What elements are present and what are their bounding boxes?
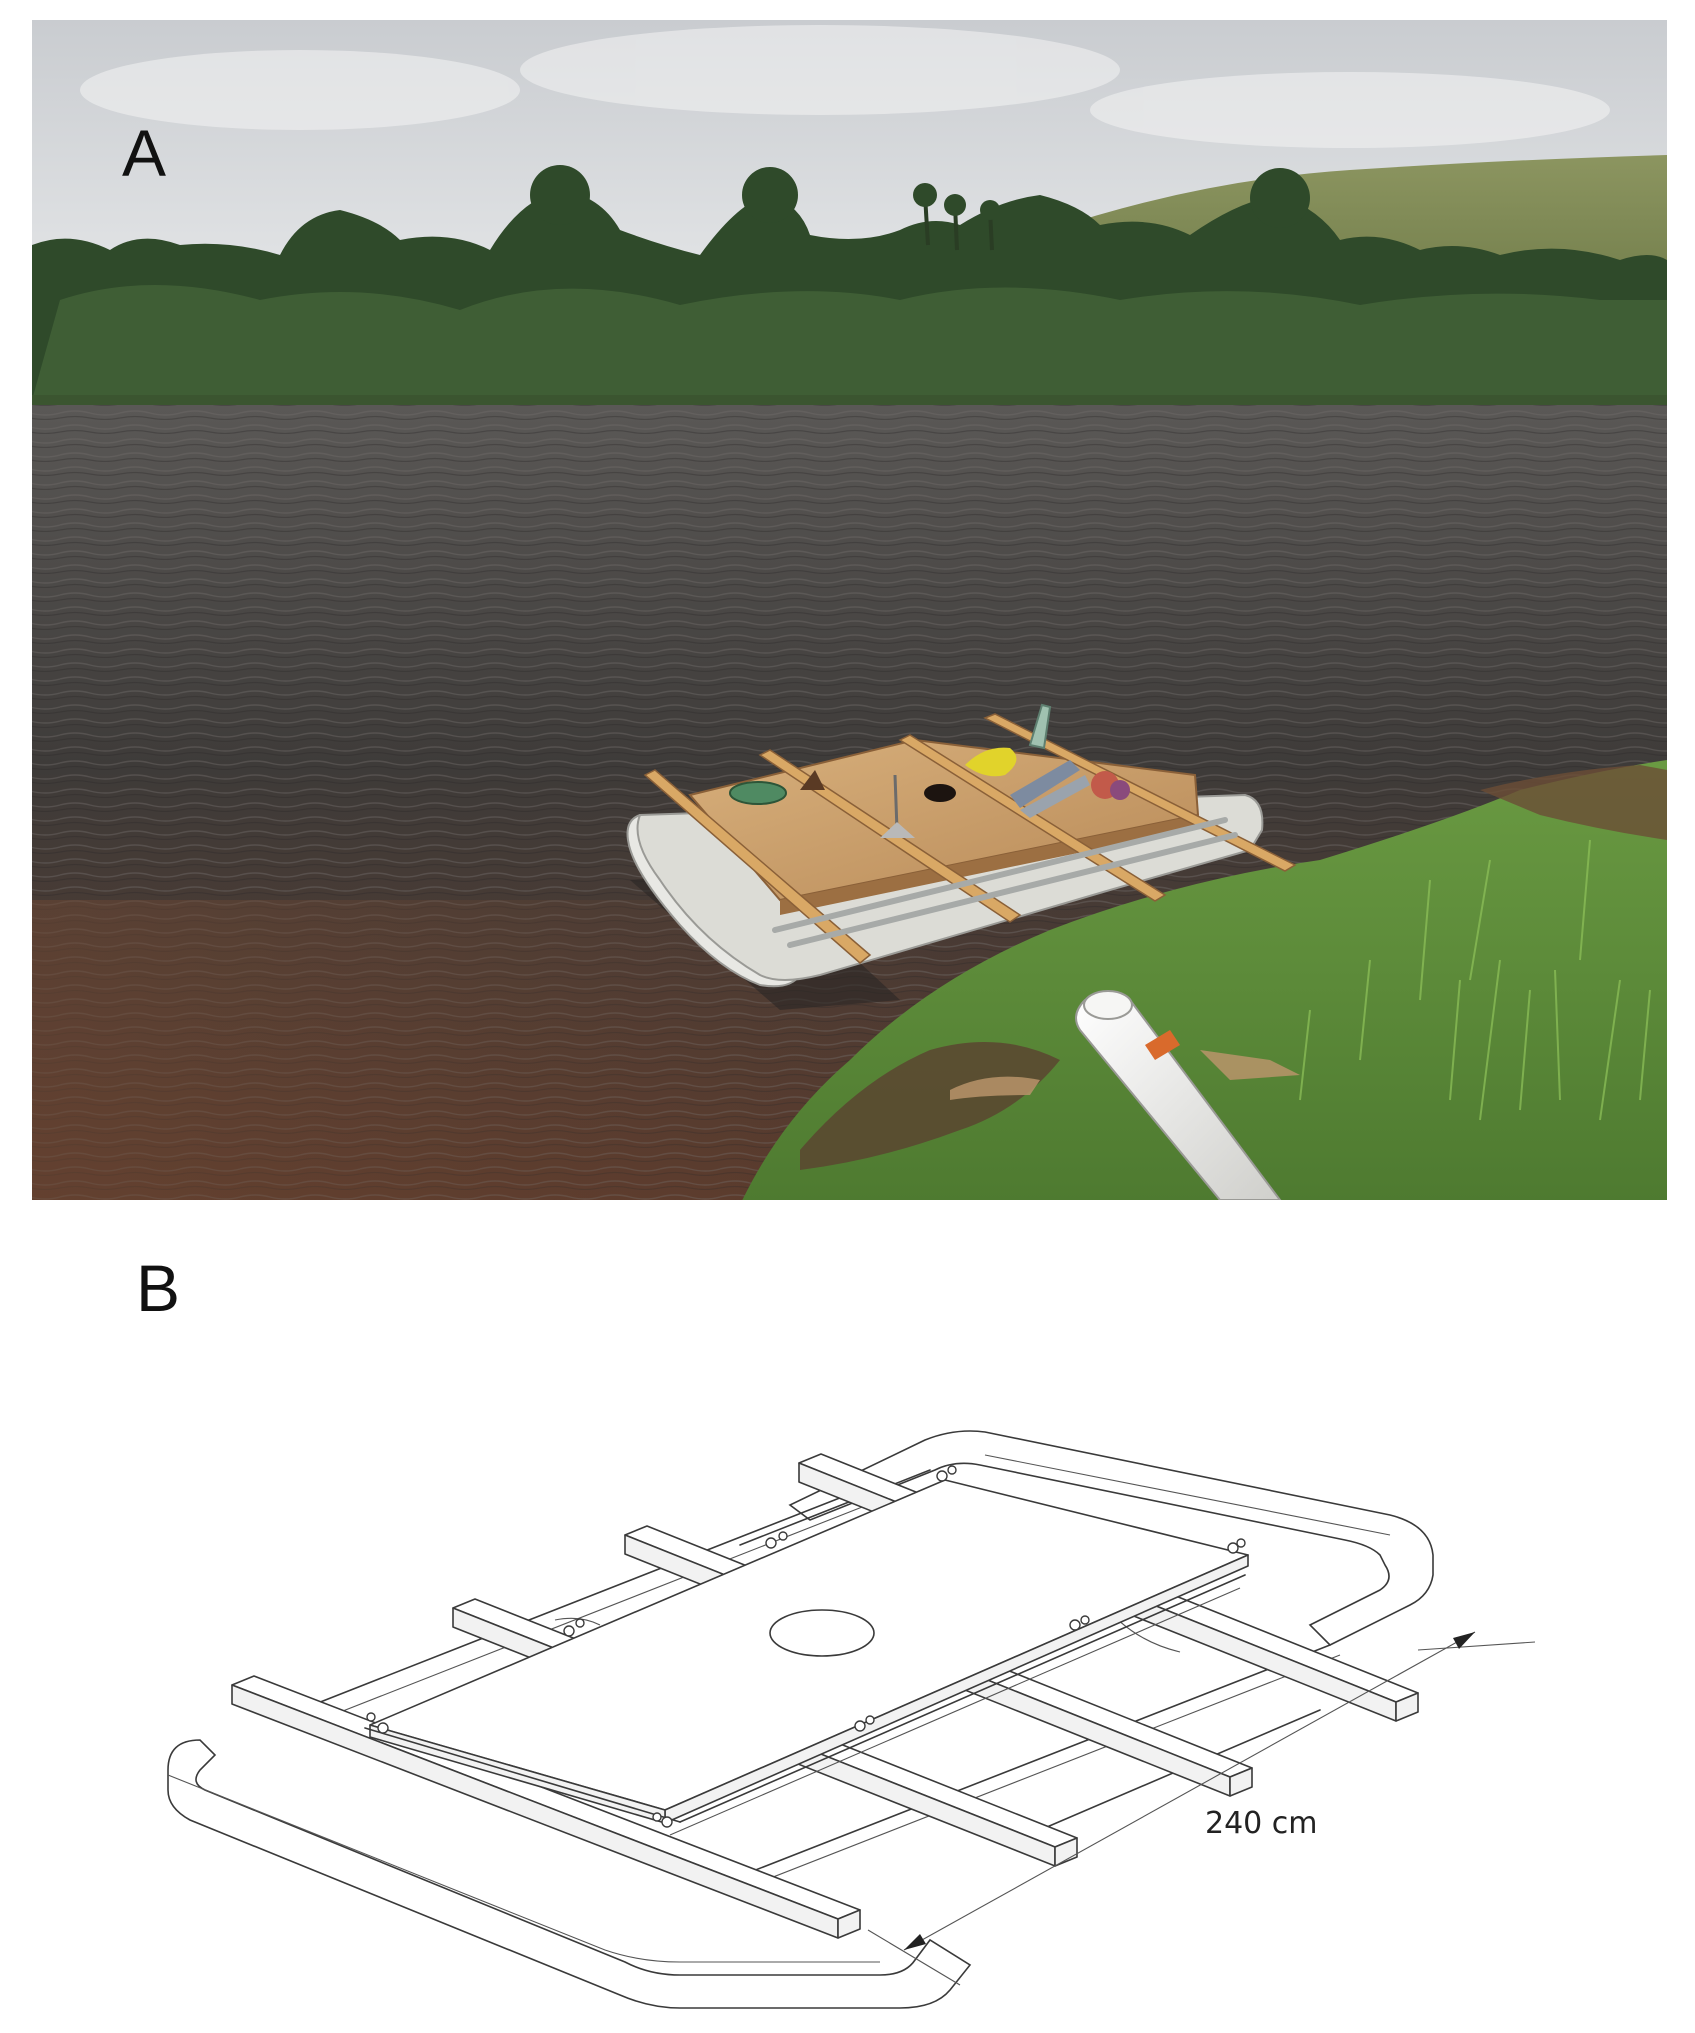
core-tubes	[772, 817, 1238, 948]
scraper	[893, 774, 899, 831]
pontoon-front	[167, 1739, 972, 2009]
coring-hole	[924, 784, 956, 802]
raft	[626, 703, 1297, 1010]
dimension-label: 240 cm	[1205, 1806, 1318, 1841]
equipment-pile	[1010, 760, 1130, 818]
panel-b-label: B	[136, 1251, 180, 1325]
green-disc	[729, 781, 787, 805]
palm-crowns	[530, 165, 1310, 228]
brown-object	[800, 770, 825, 790]
mud-patch-far	[1480, 765, 1667, 840]
raft-diagram: 240 cm	[167, 1430, 1536, 2009]
pvc-pipe	[1075, 990, 1282, 1200]
grass-blades	[1299, 839, 1651, 1121]
dimension-arrow-end	[1453, 1632, 1475, 1649]
bottle	[1028, 703, 1052, 750]
debris	[950, 1050, 1300, 1100]
forest-highlights	[32, 285, 1667, 400]
dimension-arrow-start	[904, 1934, 926, 1950]
mud-patch	[800, 1042, 1060, 1170]
pontoon-back	[788, 1430, 1434, 1646]
clouds	[80, 25, 1610, 148]
yellow-rope	[965, 747, 1017, 777]
raft-beams	[643, 713, 1297, 964]
field-photo	[32, 20, 1667, 1200]
scraper-blade	[880, 822, 915, 838]
panel-a-label: A	[122, 116, 166, 190]
coring-hole-drawing	[769, 1609, 875, 1657]
dimension-line	[867, 1631, 1536, 1986]
bolts	[366, 1465, 1246, 1828]
plywood-edge	[780, 815, 1198, 915]
